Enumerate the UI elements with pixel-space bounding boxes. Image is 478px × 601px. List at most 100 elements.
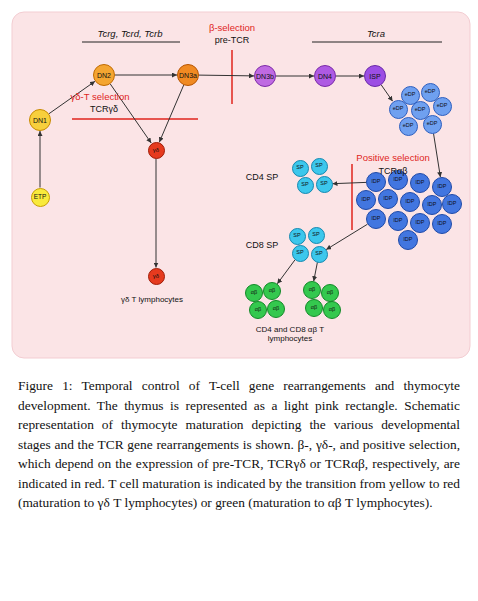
annotation-label: pre-TCR <box>187 35 277 45</box>
stage-cell: ISP <box>364 65 386 87</box>
cell-label: lDP <box>416 220 425 226</box>
cell-label: αβ <box>327 290 333 296</box>
arrow-connector <box>336 76 364 77</box>
cell-label: lDP <box>394 177 403 183</box>
cell-label: αβ <box>309 287 315 293</box>
annotation-label: CD4 SP <box>237 172 287 182</box>
arrow-connector <box>326 224 367 249</box>
alpha-beta-cell: αβ <box>267 300 285 318</box>
cell-label: DN3b <box>256 73 274 80</box>
ldp-cell: lDP <box>388 211 408 231</box>
sp-cell: SP <box>311 158 328 175</box>
annotation-label: TCRγδ <box>74 104 134 114</box>
alpha-beta-cell: αβ <box>249 301 267 319</box>
arrow-connector <box>333 182 367 183</box>
gamma-delta-cell: γδ <box>148 268 165 285</box>
edp-cell: eDP <box>389 100 408 119</box>
cell-label: eDP <box>437 103 448 109</box>
cell-label: lDP <box>372 179 381 185</box>
stage-cell: DN4 <box>314 65 336 87</box>
edp-cell: eDP <box>423 115 442 134</box>
arrow-connector <box>199 75 254 77</box>
alpha-beta-cell: αβ <box>263 282 281 300</box>
cell-label: SP <box>315 163 322 169</box>
alpha-beta-cell: αβ <box>323 301 341 319</box>
arrow-connector <box>381 85 392 101</box>
alpha-beta-cell: αβ <box>303 281 321 299</box>
cell-label: lDP <box>384 196 393 202</box>
cell-label: SP <box>296 165 303 171</box>
cell-label: eDP <box>403 123 414 129</box>
ldp-cell: lDP <box>398 230 418 250</box>
cell-label: ETP <box>34 194 47 201</box>
cell-label: eDP <box>393 106 404 112</box>
cell-label: eDP <box>425 89 436 95</box>
cell-label: αβ <box>329 307 335 313</box>
ldp-cell: lDP <box>356 190 376 210</box>
selection-line <box>231 50 233 104</box>
selection-line <box>72 118 198 120</box>
ldp-cell: lDP <box>400 192 420 212</box>
cell-label: lDP <box>448 201 457 207</box>
edp-cell: eDP <box>433 97 452 116</box>
cell-label: SP <box>296 250 303 256</box>
gamma-delta-cell: γδ <box>148 142 165 159</box>
cell-label: αβ <box>255 307 261 313</box>
cell-label: lDP <box>406 199 415 205</box>
ldp-cell: lDP <box>410 173 430 193</box>
sp-cell: SP <box>289 228 306 245</box>
annotation-label: CD4 and CD8 αβ T lymphocytes <box>235 325 345 343</box>
alpha-beta-cell: αβ <box>245 284 263 302</box>
cell-label: γδ <box>153 273 159 279</box>
ldp-cell: lDP <box>442 194 462 214</box>
edp-cell: eDP <box>399 117 418 136</box>
sp-cell: SP <box>292 245 309 262</box>
stage-cell: DN1 <box>29 109 51 131</box>
cell-label: SP <box>312 232 319 238</box>
annotation-label: Tcrg, Tcrd, Tcrb <box>75 29 185 40</box>
cell-label: lDP <box>428 202 437 208</box>
cell-label: SP <box>301 182 308 188</box>
cell-label: αβ <box>269 288 275 294</box>
sp-cell: SP <box>311 246 328 263</box>
stage-cell: DN3b <box>254 65 276 87</box>
cell-label: DN1 <box>33 117 47 124</box>
cell-label: ISP <box>369 73 380 80</box>
cell-label: eDP <box>427 121 438 127</box>
stage-cell: ETP <box>31 188 50 207</box>
gene-underline <box>312 42 442 43</box>
arrow-connector <box>276 76 314 77</box>
ldp-cell: lDP <box>410 213 430 233</box>
gene-underline <box>82 42 180 43</box>
stage-cell: DN3a <box>177 64 199 86</box>
cell-label: lDP <box>362 197 371 203</box>
arrow-connector <box>159 85 183 142</box>
cell-label: αβ <box>273 306 279 312</box>
annotation-label: γδ-T selection <box>50 92 150 103</box>
cell-label: γδ <box>153 147 159 153</box>
cell-label: αβ <box>311 305 317 311</box>
arrow-connector <box>40 131 41 188</box>
selection-line <box>351 164 353 230</box>
ldp-cell: lDP <box>366 209 386 229</box>
ldp-cell: lDP <box>422 195 442 215</box>
cell-label: lDP <box>416 180 425 186</box>
sp-cell: SP <box>297 177 314 194</box>
cell-label: DN4 <box>318 73 332 80</box>
arrow-connector <box>434 133 441 177</box>
alpha-beta-cell: αβ <box>321 284 339 302</box>
figure-caption: Figure 1: Temporal control of T-cell gen… <box>18 376 460 513</box>
annotation-label: Positive selection <box>343 153 443 164</box>
arrow-connector <box>314 262 318 281</box>
cell-label: lDP <box>438 184 447 190</box>
cell-label: lDP <box>372 216 381 222</box>
annotation-label: CD8 SP <box>237 240 287 250</box>
annotation-label: Tcra <box>346 29 406 40</box>
stage-cell: DN2 <box>93 64 115 86</box>
sp-cell: SP <box>316 176 333 193</box>
alpha-beta-cell: αβ <box>305 299 323 317</box>
sp-cell: SP <box>308 227 325 244</box>
cell-label: DN3a <box>179 72 197 79</box>
annotation-label: TCRαβ <box>363 166 423 176</box>
